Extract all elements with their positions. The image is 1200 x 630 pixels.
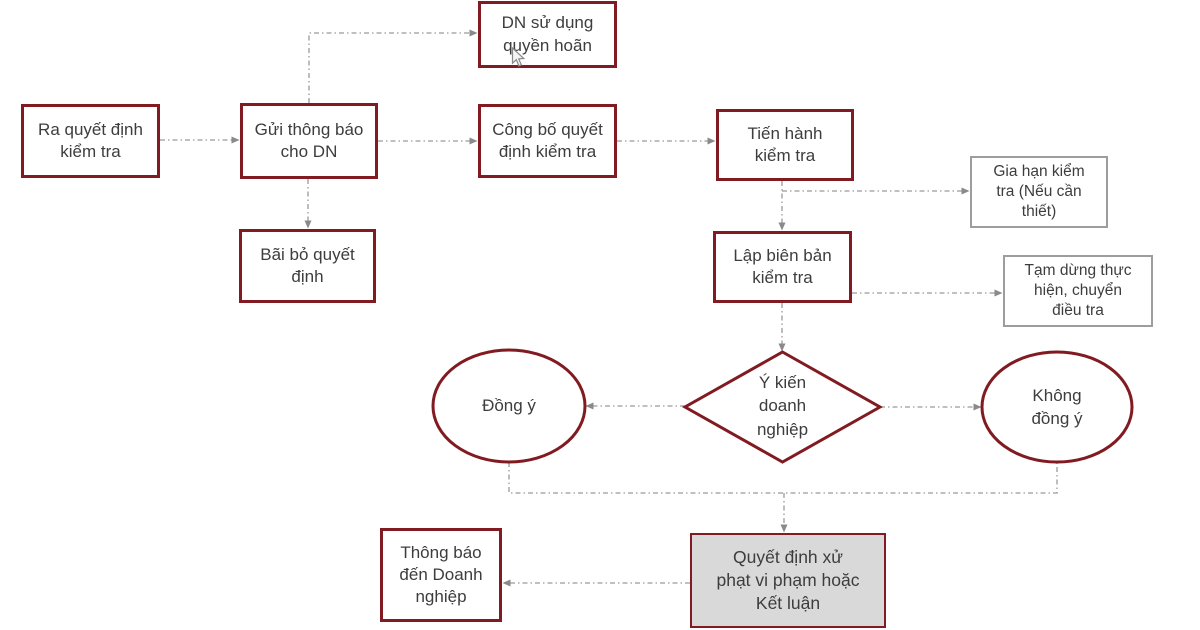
connector-merge-line [508,462,1058,494]
decision-y-kien-doanh-nghiep[interactable] [681,350,884,464]
node-label: Bãi bỏ quyết định [260,244,355,286]
node-label: Tiến hành kiểm tra [747,123,823,165]
node-label: Công bố quyết định kiểm tra [492,119,603,161]
decision-label: Ý kiến doanh nghiệp [756,373,809,439]
node-dong-y[interactable] [431,348,587,464]
node-label: Thông báo đến Doanh nghiệp [399,542,483,607]
node-label: Tạm dừng thực hiện, chuyển điều tra [1024,261,1132,320]
node-bai-bo-quyet-dinh[interactable]: Bãi bỏ quyết định [239,229,376,303]
node-tien-hanh-kiem-tra[interactable]: Tiến hành kiểm tra [716,109,854,181]
node-label: Gửi thông báo cho DN [254,119,364,161]
node-dn-su-dung-quyen-hoan[interactable]: DN sử dụng quyền hoãn [478,1,617,68]
mouse-cursor-icon [511,47,526,67]
node-lap-bien-ban-kiem-tra[interactable]: Lập biên bản kiểm tra [713,231,852,303]
node-tam-dung-chuyen-dieu-tra[interactable]: Tạm dừng thực hiện, chuyển điều tra [1003,255,1153,327]
node-gui-thong-bao-cho-dn[interactable]: Gửi thông báo cho DN [240,103,378,179]
node-cong-bo-quyet-dinh[interactable]: Công bố quyết định kiểm tra [478,104,617,178]
node-label: Quyết định xử phạt vi phạm hoặc Kết luận [716,547,860,613]
node-ra-quyet-dinh-kiem-tra[interactable]: Ra quyết định kiểm tra [21,104,160,178]
ellipse-dong-y-label: Đồng ý [482,396,536,415]
node-khong-dong-y[interactable] [980,350,1134,464]
connector-gui-to-dn [308,29,478,103]
node-label: Ra quyết định kiểm tra [38,119,143,161]
ellipse-khong-dong-y-label: Không đồng ý [1031,386,1083,429]
node-label: Lập biên bản kiểm tra [733,245,832,287]
node-label: DN sử dụng quyền hoãn [501,13,594,55]
node-thong-bao-den-doanh-nghiep[interactable]: Thông báo đến Doanh nghiệp [380,528,502,622]
node-label: Gia hạn kiểm tra (Nếu cần thiết) [993,162,1085,221]
node-quyet-dinh-xu-phat[interactable]: Quyết định xử phạt vi phạm hoặc Kết luận [690,533,886,628]
node-gia-han-kiem-tra[interactable]: Gia hạn kiểm tra (Nếu cần thiết) [970,156,1108,228]
